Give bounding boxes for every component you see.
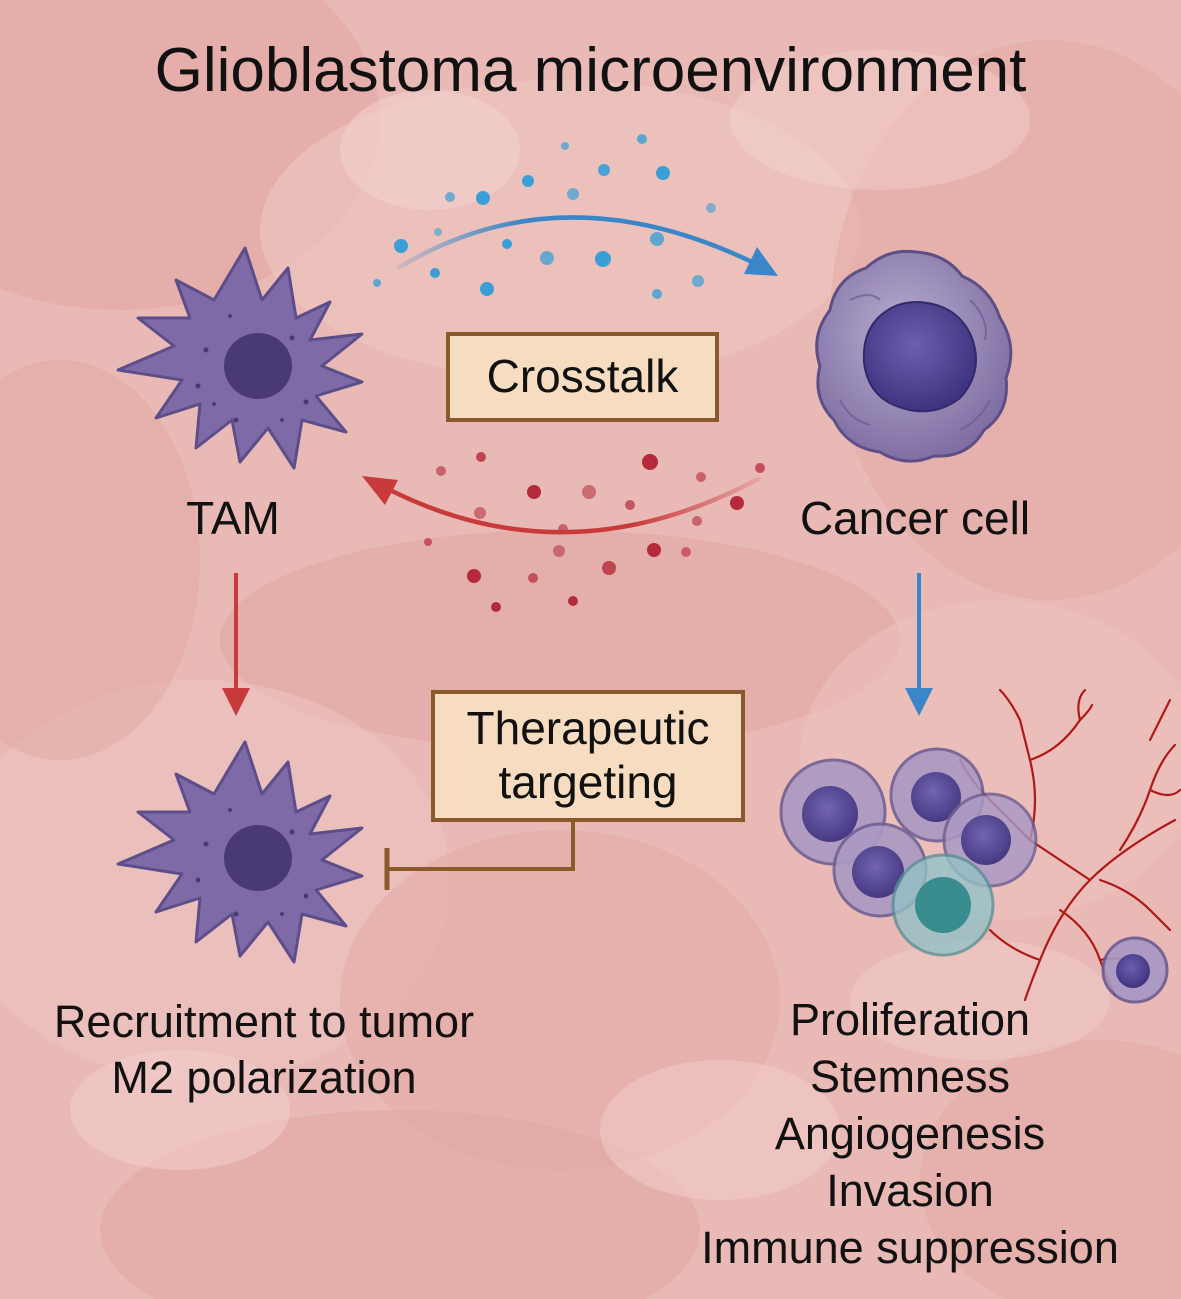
tumor-cluster-icon [779, 747, 1169, 1004]
tam-effect-item: Recruitment to tumor [53, 996, 475, 1047]
arrow-to-cancer-cell [396, 215, 753, 270]
cytokine-dots-blue [373, 134, 716, 299]
tam-m2-macrophage-icon [116, 740, 364, 964]
cancer-effect-item: Immune suppression [701, 1222, 1119, 1273]
crosstalk-label: Crosstalk [486, 350, 679, 403]
therapeutic-label-line2: targeting [498, 756, 678, 808]
arrow-to-tam [388, 476, 762, 535]
tam-effect-item: M2 polarization [111, 1052, 417, 1103]
cancer-cell-icon [815, 249, 1013, 463]
cancer-effect-item: Invasion [826, 1165, 994, 1216]
diagram-title: Glioblastoma microenvironment [154, 36, 1027, 105]
therapeutic-label-line1: Therapeutic [466, 702, 710, 755]
tam-down-arrow-head [222, 688, 250, 716]
inhibition-line [387, 822, 575, 871]
cancer-effect-item: Angiogenesis [774, 1108, 1046, 1159]
cytokine-dots-red [424, 452, 765, 612]
arrow-to-tam-head [362, 476, 398, 505]
cancer-effect-item: Proliferation [789, 994, 1031, 1045]
arrow-to-cancer-cell-head [744, 247, 778, 276]
cancer-down-arrow-head [905, 688, 933, 716]
crosstalk-box: Crosstalk [446, 332, 719, 422]
tam-label: TAM [186, 492, 280, 544]
tam-effects-list: Recruitment to tumor M2 polarization [14, 994, 514, 1106]
cancer-effects-list: Proliferation Stemness Angiogenesis Inva… [655, 991, 1165, 1276]
tam-macrophage-icon [116, 246, 364, 470]
cancer-effect-item: Stemness [809, 1051, 1011, 1102]
cancer-cell-label: Cancer cell [799, 492, 1031, 544]
therapeutic-targeting-box: Therapeutic targeting [431, 690, 745, 822]
